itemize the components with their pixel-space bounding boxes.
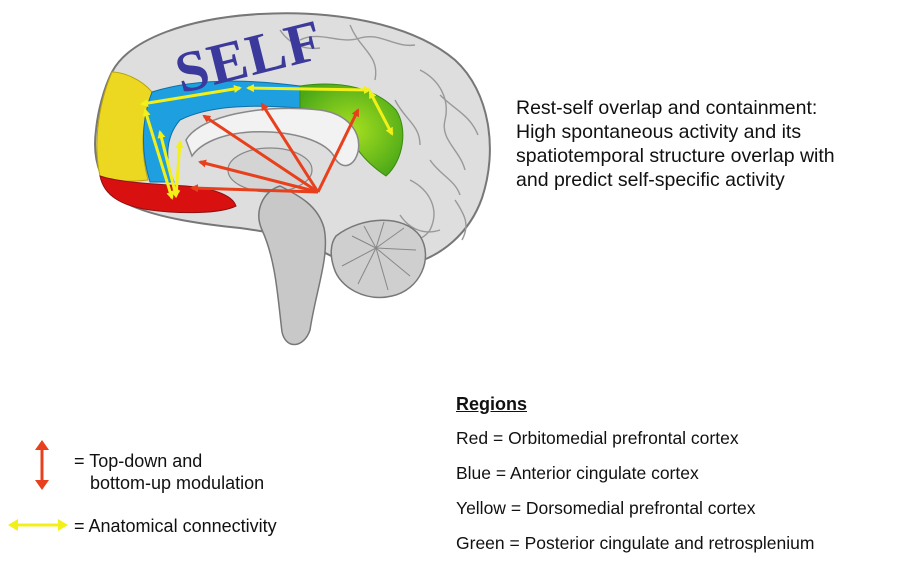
region-item-yellow: Yellow = Dorsomedial prefrontal cortex xyxy=(456,497,896,532)
region-label: = Orbitomedial prefrontal cortex xyxy=(493,428,739,448)
modulation-legend-line1: = Top-down and xyxy=(74,450,202,472)
caption-block: Rest-self overlap and containment: High … xyxy=(516,96,896,192)
thalamus xyxy=(228,148,312,192)
regions-legend: Regions Red = Orbitomedial prefrontal co… xyxy=(456,394,896,567)
caption-line: spatiotemporal structure overlap with xyxy=(516,144,896,168)
region-color-word: Green xyxy=(456,533,505,553)
region-label: = Posterior cingulate and retrosplenium xyxy=(510,533,815,553)
brain-illustration: SELF xyxy=(0,0,500,360)
cerebellum xyxy=(331,220,425,297)
caption-line: High spontaneous activity and its xyxy=(516,120,896,144)
region-color-word: Red xyxy=(456,428,488,448)
modulation-arrow-icon xyxy=(32,440,52,490)
connectivity-legend: = Anatomical connectivity xyxy=(74,515,277,537)
caption-line: and predict self-specific activity xyxy=(516,168,896,192)
region-color-word: Yellow xyxy=(456,498,506,518)
region-item-blue: Blue = Anterior cingulate cortex xyxy=(456,462,896,497)
region-color-word: Blue xyxy=(456,463,491,483)
regions-title: Regions xyxy=(456,394,896,415)
brainstem xyxy=(259,186,326,345)
region-label: = Anterior cingulate cortex xyxy=(496,463,699,483)
arrow-legend: = Top-down and bottom-up modulation = An… xyxy=(0,430,360,560)
region-item-green: Green = Posterior cingulate and retrospl… xyxy=(456,532,896,567)
region-item-red: Red = Orbitomedial prefrontal cortex xyxy=(456,427,896,462)
modulation-legend-line2: bottom-up modulation xyxy=(90,472,264,494)
region-label: = Dorsomedial prefrontal cortex xyxy=(511,498,756,518)
connectivity-arrow-icon xyxy=(8,517,68,533)
caption-line: Rest-self overlap and containment: xyxy=(516,96,896,120)
